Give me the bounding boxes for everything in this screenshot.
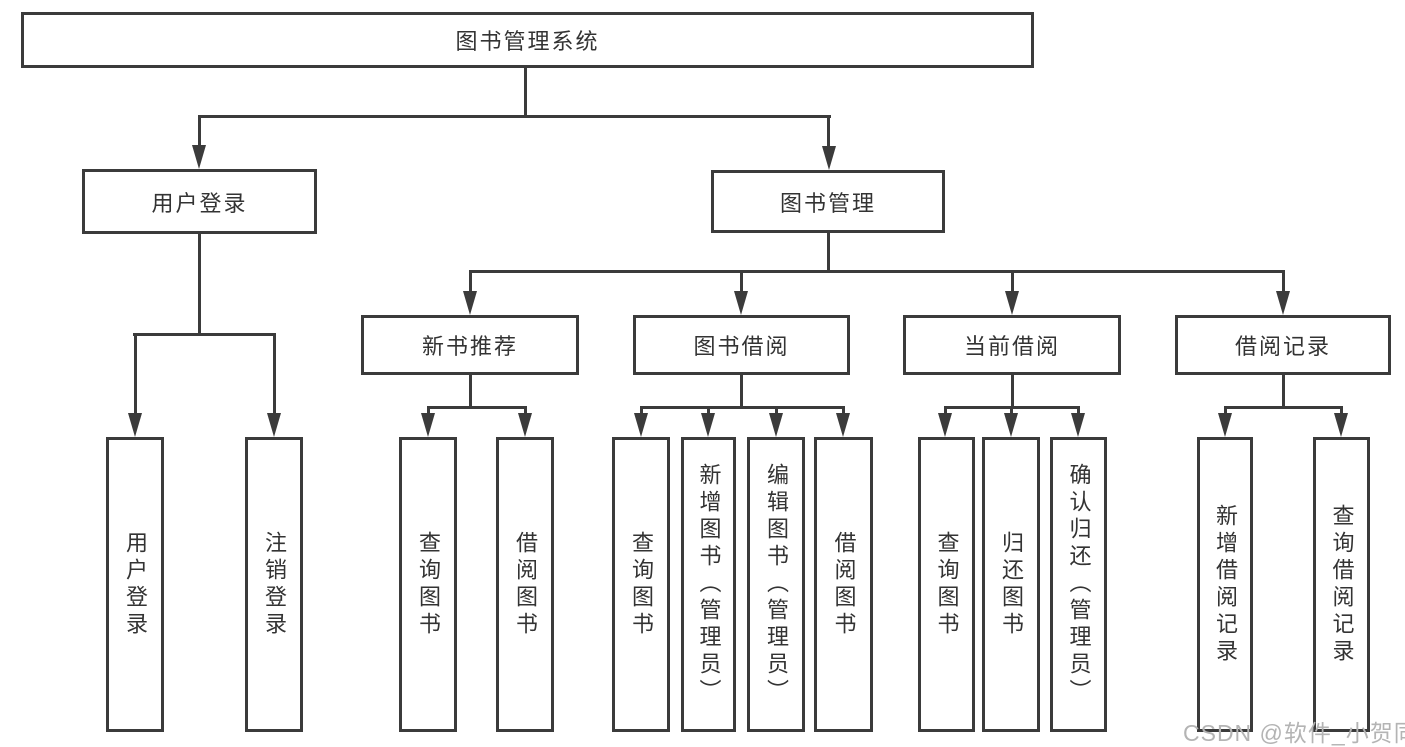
leaf-nbr-query-book-label: 查询图书: [416, 530, 441, 639]
leaf-br-add-record-label: 新增借阅记录: [1213, 503, 1238, 666]
leaf-bb-edit-book-admin: 编辑图书（管理员）: [747, 437, 805, 732]
leaf-bb-query-book-label: 查询图书: [629, 530, 654, 639]
leaf-br-add-record: 新增借阅记录: [1197, 437, 1253, 732]
connector-bb-stem: [740, 373, 743, 409]
connector-br-stem: [1282, 373, 1285, 409]
node-new-book-recommend-label: 新书推荐: [421, 334, 518, 359]
leaf-cb-query-book: 查询图书: [918, 437, 975, 732]
node-current-borrow: 当前借阅: [903, 315, 1121, 375]
connector-root-stem: [524, 66, 527, 117]
leaf-bb-borrow-book-label: 借阅图书: [831, 530, 857, 639]
connector-l3-drop: [1011, 270, 1014, 292]
connector-book-mgmt-stem: [827, 231, 830, 273]
node-library-system-label: 图书管理系统: [455, 29, 600, 54]
connector-leaf-drop: [640, 406, 643, 416]
arrow-down-icon: [518, 413, 532, 437]
connector-leaf-drop: [427, 406, 430, 416]
node-book-borrow: 图书借阅: [633, 315, 850, 375]
connector-leaf-drop: [1010, 406, 1013, 416]
leaf-bb-borrow-book: 借阅图书: [814, 437, 873, 732]
arrow-down-icon: [192, 145, 206, 169]
arrow-down-icon: [938, 413, 952, 437]
arrow-down-icon: [1071, 413, 1085, 437]
leaf-user-login: 用户登录: [106, 437, 164, 732]
connector-leaf-drop: [524, 406, 527, 416]
node-current-borrow-label: 当前借阅: [963, 334, 1060, 359]
connector-root-bus: [198, 115, 831, 118]
node-user-login-label: 用户登录: [151, 190, 248, 216]
node-borrow-record-label: 借阅记录: [1234, 334, 1331, 359]
connector-leaf-drop: [944, 406, 947, 416]
connector-leaf-drop: [1224, 406, 1227, 416]
arrow-down-icon: [267, 413, 281, 437]
arrow-down-icon: [1334, 413, 1348, 437]
connector-leaf-drop: [134, 333, 137, 413]
leaf-nbr-borrow-book: 借阅图书: [496, 437, 554, 732]
leaf-bb-edit-book-admin-label: 编辑图书（管理员）: [764, 463, 789, 706]
leaf-user-login-label: 用户登录: [123, 530, 148, 639]
leaf-logout-label: 注销登录: [262, 530, 287, 639]
leaf-cb-return-book-label: 归还图书: [999, 530, 1024, 639]
connector-leaf-drop: [775, 406, 778, 416]
connector-l3-drop: [469, 270, 472, 292]
connector-l3-drop: [740, 270, 743, 292]
leaf-cb-return-book: 归还图书: [982, 437, 1040, 732]
leaf-br-query-record-label: 查询借阅记录: [1329, 503, 1355, 666]
leaf-cb-confirm-return-admin: 确认归还（管理员）: [1050, 437, 1107, 732]
connector-book-mgmt-bus: [469, 270, 1284, 273]
arrow-down-icon: [836, 413, 850, 437]
connector-leaf-drop: [273, 333, 276, 413]
arrow-down-icon: [769, 413, 783, 437]
connector-leaf-drop: [1077, 406, 1080, 416]
arrow-down-icon: [128, 413, 142, 437]
connector-leaf-drop: [707, 406, 710, 416]
leaf-nbr-borrow-book-label: 借阅图书: [513, 530, 538, 639]
arrow-down-icon: [1276, 291, 1290, 315]
node-book-management: 图书管理: [711, 170, 945, 233]
node-book-borrow-label: 图书借阅: [693, 334, 790, 359]
leaf-bb-query-book: 查询图书: [612, 437, 670, 732]
arrow-down-icon: [1004, 413, 1018, 437]
arrow-down-icon: [1005, 291, 1019, 315]
arrow-down-icon: [1218, 413, 1232, 437]
arrow-down-icon: [634, 413, 648, 437]
connector-leaf-drop: [1340, 406, 1343, 416]
node-new-book-recommend: 新书推荐: [361, 315, 579, 375]
csdn-watermark: CSDN @软件_小贺同学: [1183, 720, 1405, 746]
node-library-system: 图书管理系统: [21, 12, 1034, 68]
connector-leaf-drop: [842, 406, 845, 416]
connector-nbr-bus: [427, 406, 527, 409]
arrow-down-icon: [421, 413, 435, 437]
connector-user-login-stem: [198, 232, 201, 336]
arrow-down-icon: [701, 413, 715, 437]
node-borrow-record: 借阅记录: [1175, 315, 1391, 375]
arrow-down-icon: [734, 291, 748, 315]
connector-br-bus: [1224, 406, 1342, 409]
leaf-logout: 注销登录: [245, 437, 303, 732]
connector-user-login-bus: [133, 333, 276, 336]
connector-book-mgmt-drop: [827, 115, 830, 147]
connector-bb-bus: [640, 406, 844, 409]
connector-l3-drop: [1282, 270, 1285, 292]
connector-cb-stem: [1011, 373, 1014, 409]
leaf-cb-query-book-label: 查询图书: [934, 530, 960, 639]
leaf-bb-add-book-admin: 新增图书（管理员）: [681, 437, 736, 732]
leaf-br-query-record: 查询借阅记录: [1313, 437, 1370, 732]
leaf-nbr-query-book: 查询图书: [399, 437, 457, 732]
connector-user-login-drop: [198, 115, 201, 147]
arrow-down-icon: [463, 291, 477, 315]
node-book-management-label: 图书管理: [779, 190, 876, 216]
node-user-login: 用户登录: [82, 169, 317, 234]
arrow-down-icon: [822, 146, 836, 170]
leaf-cb-confirm-return-admin-label: 确认归还（管理员）: [1066, 463, 1092, 706]
connector-nbr-stem: [469, 373, 472, 409]
leaf-bb-add-book-admin-label: 新增图书（管理员）: [696, 463, 722, 706]
